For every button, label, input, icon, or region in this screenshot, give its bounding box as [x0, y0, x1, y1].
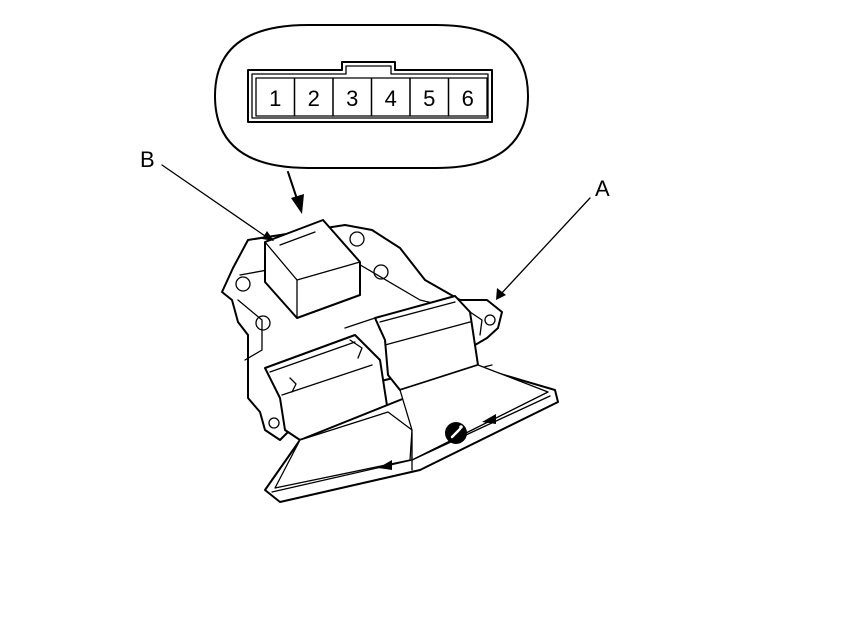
info-icon [445, 422, 467, 444]
leader-line-a [499, 197, 591, 296]
callout-a: A [496, 176, 610, 300]
pin-label-2: 2 [308, 86, 320, 111]
mount-hole [373, 264, 389, 280]
callout-b: B [140, 147, 274, 241]
pin-label-3: 3 [346, 86, 358, 111]
switch-assembly [221, 219, 559, 503]
mount-hole [268, 417, 280, 429]
pin-label-1: 1 [269, 86, 281, 111]
leader-arrow-icon [496, 288, 506, 300]
mount-hole [349, 231, 365, 247]
connector-housing [247, 61, 493, 123]
up-arrow-icon [482, 414, 496, 424]
left-window-button [274, 411, 413, 489]
callout-label-a: A [595, 176, 610, 201]
pin-label-4: 4 [385, 86, 397, 111]
mount-hole [484, 314, 496, 326]
leader-arrow-icon [262, 231, 274, 241]
callout-label-b: B [140, 147, 155, 172]
pin-cell [447, 77, 488, 117]
pin-label-5: 5 [423, 86, 435, 111]
up-arrow-icon [378, 460, 392, 470]
connector-bubble [214, 24, 529, 169]
mount-hole [255, 315, 271, 331]
leader-line-b [161, 164, 269, 239]
pin-label-6: 6 [462, 86, 474, 111]
connector-block [264, 219, 361, 319]
arrow-head-icon [291, 194, 304, 214]
mount-hole [235, 276, 251, 292]
connector-pin-cells: 1 2 3 4 5 6 [255, 77, 488, 117]
right-window-button [399, 364, 549, 461]
connector-detail: 1 2 3 4 5 6 [214, 24, 529, 214]
